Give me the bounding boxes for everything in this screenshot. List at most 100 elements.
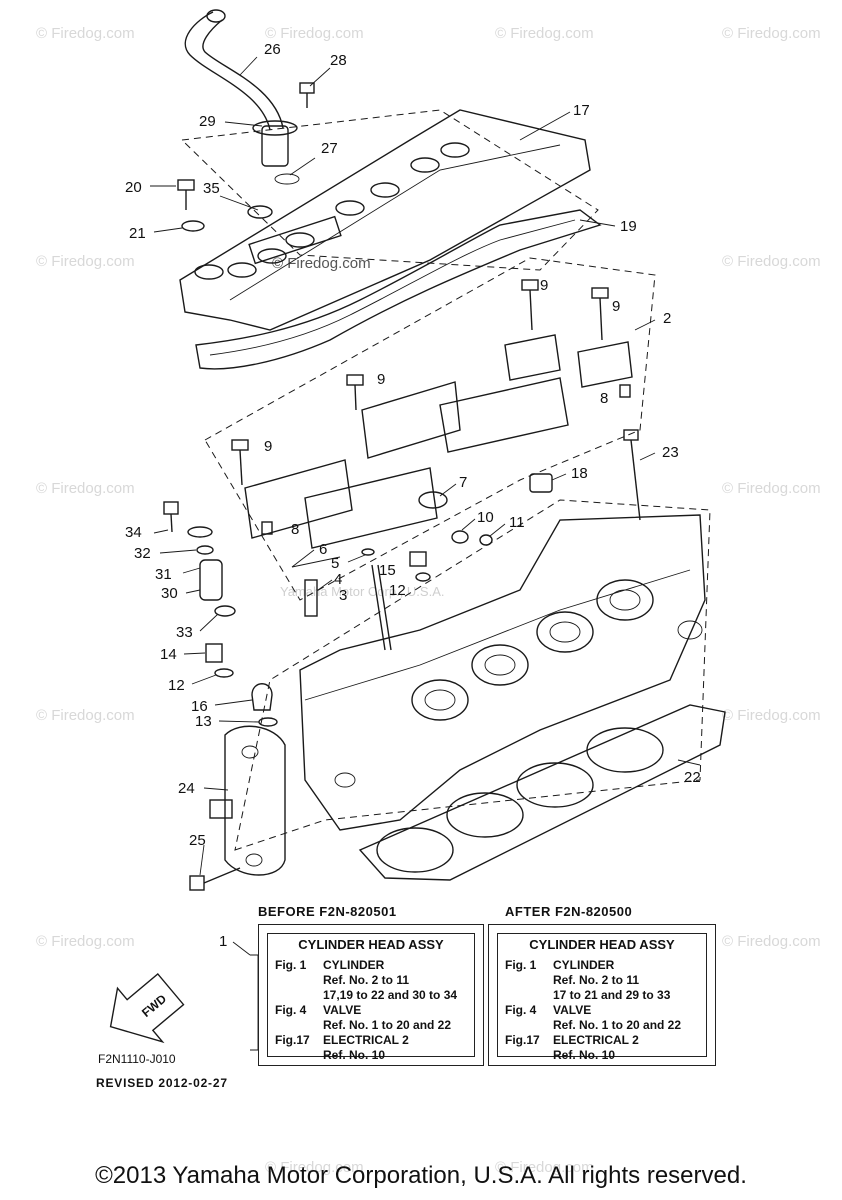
callout-10: 10 [477,509,494,526]
line-text: Ref. No. 2 to 11 [323,973,410,987]
watermark: © Firedog.com [36,933,135,950]
line-text: Ref. No. 10 [323,1048,386,1062]
callout-15: 15 [379,562,396,579]
line-text: 17,19 to 22 and 30 to 34 [323,988,458,1002]
watermark: © Firedog.com [722,480,821,497]
watermark: © Firedog.com [722,707,821,724]
callout-31: 31 [155,566,172,583]
box-heading: CYLINDER HEAD ASSY [298,937,444,952]
callout-8: 8 [600,390,608,407]
breather-hose [184,9,300,185]
watermark: © Firedog.com [36,253,135,270]
line-key [505,1048,553,1063]
line-text: 17 to 21 and 29 to 33 [553,988,671,1002]
callout-19: 19 [620,218,637,235]
line-key: Fig. 4 [275,1003,307,1017]
after-label: AFTER F2N-820500 [505,904,633,919]
revised-date: REVISED 2012-02-27 [96,1076,228,1090]
callout-20: 20 [125,179,142,196]
callout-35: 35 [203,180,220,197]
watermark: © Firedog.com [265,1159,364,1176]
callout-26: 26 [264,41,281,58]
callout-9: 9 [612,298,620,315]
leader-lines [150,56,701,956]
line-key [275,1048,323,1063]
callout-29: 29 [199,113,216,130]
callout-2: 2 [663,310,671,327]
callout-28: 28 [330,52,347,69]
line-key: Fig. 1 [505,958,537,972]
line-text: Ref. No. 2 to 11 [553,973,640,987]
line-text: CYLINDER [323,958,385,972]
line-key [275,973,323,988]
box-bracket [250,954,259,1051]
callout-32: 32 [134,545,151,562]
copyright-notice: ©2013 Yamaha Motor Corporation, U.S.A. A… [95,1162,747,1189]
callout-12: 12 [168,677,185,694]
valve-cover [179,109,591,331]
watermark: © Firedog.com [722,933,821,950]
callout-7: 7 [459,474,467,491]
callout-numbers: 26 28 17 29 27 20 35 21 19 2 9 9 9 9 8 8… [125,41,701,950]
watermark: © Firedog.com [495,1159,594,1176]
line-key [505,973,553,988]
line-text: Ref. No. 1 to 20 and 22 [323,1018,452,1032]
callout-33: 33 [176,624,193,641]
camshaft-cap-outline [204,257,656,601]
callout-34: 34 [125,524,142,541]
line-key [505,988,553,1003]
callout-9: 9 [540,277,548,294]
line-text: VALVE [323,1003,362,1017]
callout-4: 4 [334,571,342,588]
cylinder-head-outline [234,499,711,851]
callout-9: 9 [377,371,385,388]
cylinder-head-block [299,514,706,831]
line-key [505,1018,553,1033]
callout-8: 8 [291,521,299,538]
reference-box-before: CYLINDER HEAD ASSY Fig. 1 CYLINDER Ref. N… [258,924,484,1066]
callout-6: 6 [319,541,327,558]
head-gasket [358,704,726,881]
watermark: © Firedog.com [36,707,135,724]
valve-cover-outline [180,109,599,271]
line-key: Fig.17 [275,1033,310,1047]
line-key [275,988,323,1003]
callout-24: 24 [178,780,195,797]
watermark: © Firedog.com [495,25,594,42]
callout-11: 11 [509,514,525,531]
fwd-arrow: FWD [109,972,185,1044]
left-fittings [163,501,278,727]
callout-21: 21 [129,225,146,242]
callout-23: 23 [662,444,679,461]
callout-18: 18 [571,465,588,482]
line-text: Ref. No. 10 [553,1048,616,1062]
callout-12: 12 [389,582,406,599]
head-bolts [418,429,641,546]
callout-5: 5 [331,555,339,572]
line-key: Fig.17 [505,1033,540,1047]
line-text: Ref. No. 1 to 20 and 22 [553,1018,682,1032]
callout-30: 30 [161,585,178,602]
line-text: ELECTRICAL 2 [323,1033,409,1047]
callout-3: 3 [339,587,347,604]
fwd-label: FWD [139,991,169,1020]
callout-25: 25 [189,832,206,849]
callout-16: 16 [191,698,208,715]
side-cover [189,725,286,891]
line-text: ELECTRICAL 2 [553,1033,639,1047]
watermark: © Firedog.com [265,25,364,42]
watermark: © Firedog.com [722,25,821,42]
watermark-layer: © Firedog.com © Firedog.com © Firedog.co… [36,25,821,1176]
bolt-28 [299,82,315,108]
camshaft-caps [231,279,633,549]
callout-1: 1 [219,933,227,950]
line-key: Fig. 1 [275,958,307,972]
callout-13: 13 [195,713,212,730]
valve-cover-gasket [195,209,602,370]
box-heading: CYLINDER HEAD ASSY [529,937,675,952]
watermark: © Firedog.com [36,25,135,42]
callout-17: 17 [573,102,590,119]
before-label: BEFORE F2N-820501 [258,904,397,919]
